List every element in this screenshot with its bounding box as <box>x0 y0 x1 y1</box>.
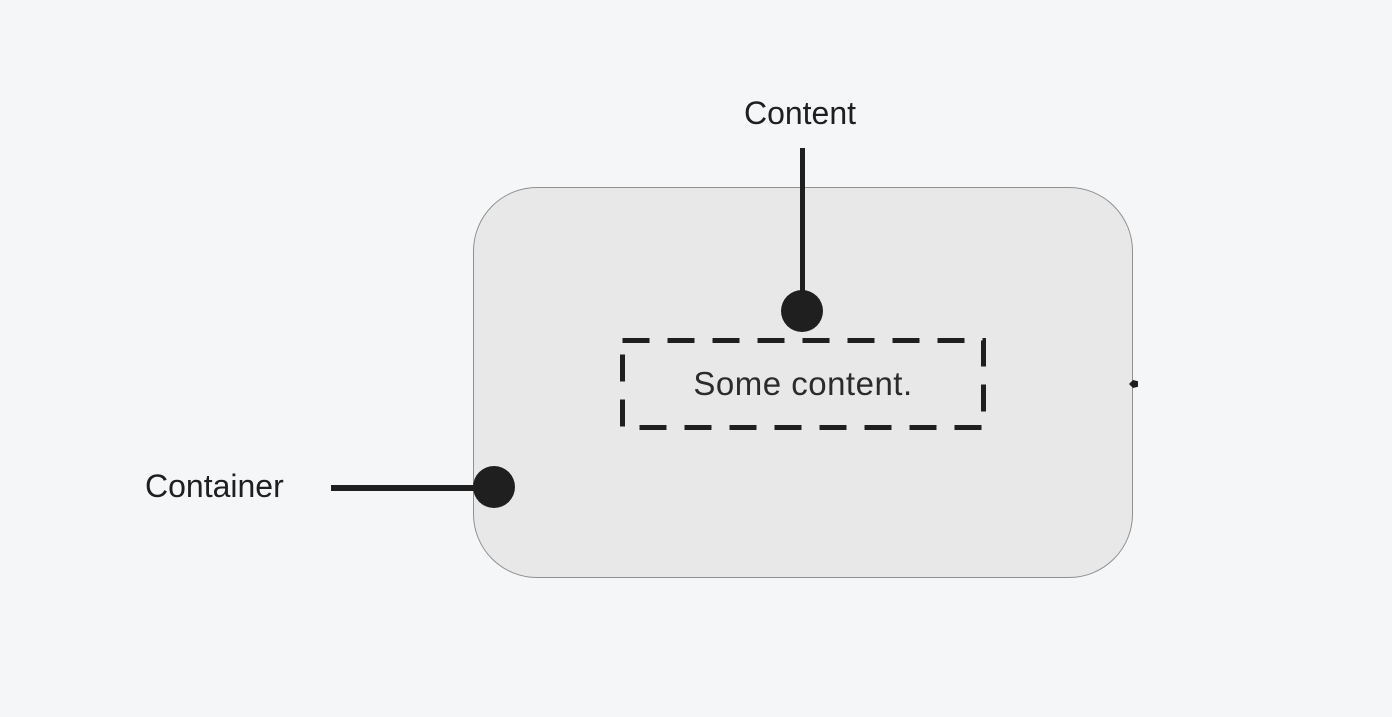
edge-mark <box>1129 380 1138 388</box>
container-leader-line <box>331 485 494 491</box>
content-label: Content <box>743 95 857 131</box>
content-box-dashed-border <box>620 338 986 430</box>
container-anchor-dot <box>473 466 515 508</box>
container-label: Container <box>145 468 284 504</box>
content-leader-line <box>800 148 805 313</box>
content-text: Some content. <box>693 365 913 402</box>
content-anchor-dot <box>781 290 823 332</box>
